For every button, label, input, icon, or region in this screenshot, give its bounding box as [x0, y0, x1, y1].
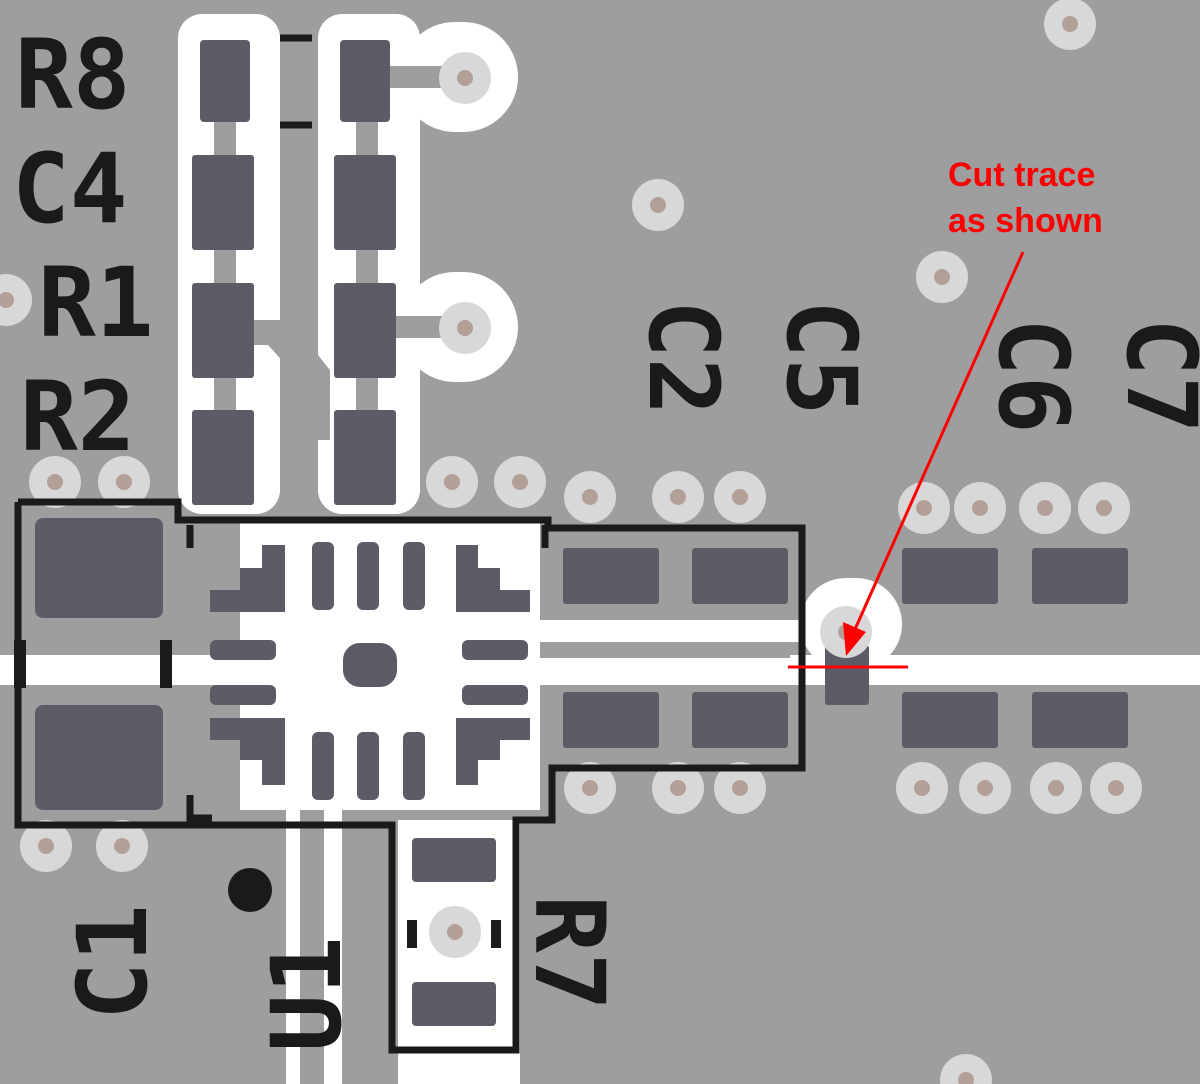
pad — [35, 705, 163, 810]
via — [1078, 482, 1130, 534]
annotation-line-2: as shown — [948, 202, 1103, 240]
pads — [35, 40, 1128, 1026]
via — [439, 302, 491, 354]
label-c6: C6 — [977, 318, 1089, 434]
pad — [312, 542, 334, 610]
pad — [1032, 548, 1128, 604]
via — [916, 251, 968, 303]
label-r7: R7 — [513, 895, 625, 1011]
via — [96, 820, 148, 872]
label-c4: C4 — [12, 133, 128, 245]
vias — [0, 0, 1142, 1084]
pad — [462, 685, 528, 705]
pin1-marker — [228, 868, 272, 912]
pad — [412, 982, 496, 1026]
pad — [210, 640, 276, 660]
pad — [692, 692, 788, 748]
via — [898, 482, 950, 534]
via — [20, 820, 72, 872]
via — [1019, 482, 1071, 534]
pad — [334, 155, 396, 250]
via — [1090, 762, 1142, 814]
pad — [192, 410, 254, 505]
via — [896, 762, 948, 814]
pad — [692, 548, 788, 604]
pad — [210, 685, 276, 705]
pad — [902, 548, 998, 604]
via — [564, 762, 616, 814]
pad — [563, 548, 659, 604]
pad — [210, 545, 285, 612]
label-r8: R8 — [15, 19, 131, 131]
pad — [357, 732, 379, 800]
cut-annotation: Cut trace as shown — [788, 156, 1103, 669]
via — [940, 1054, 992, 1084]
via — [429, 906, 481, 958]
via — [564, 471, 616, 523]
pad — [1032, 692, 1128, 748]
via — [494, 456, 546, 508]
pad — [456, 718, 530, 785]
via — [426, 456, 478, 508]
label-c5: C5 — [765, 300, 877, 416]
via — [98, 456, 150, 508]
pad — [902, 692, 998, 748]
pad — [403, 732, 425, 800]
silkscreen-outlines — [14, 34, 806, 1054]
reference-designators: R8 C4 R1 R2 C2 C5 C6 C7 C1 U1 R7 — [12, 19, 1200, 1052]
u1-body — [337, 637, 403, 693]
pad — [192, 283, 254, 378]
annotation-arrow-line — [850, 251, 1025, 637]
via — [1044, 0, 1096, 50]
label-c1: C1 — [57, 904, 169, 1020]
label-r2: R2 — [20, 361, 136, 473]
via — [0, 274, 32, 326]
via — [714, 471, 766, 523]
pad — [192, 155, 254, 250]
label-r1: R1 — [38, 247, 154, 359]
via — [954, 482, 1006, 534]
label-c7: C7 — [1105, 318, 1200, 434]
pad — [340, 40, 390, 122]
pad — [825, 645, 869, 705]
via — [439, 52, 491, 104]
pad — [412, 838, 496, 882]
pad — [35, 518, 163, 618]
pad — [462, 640, 528, 660]
via — [959, 762, 1011, 814]
pad — [403, 542, 425, 610]
pad — [357, 542, 379, 610]
via — [652, 762, 704, 814]
via — [652, 471, 704, 523]
annotation-arrowhead — [843, 622, 866, 656]
via — [632, 179, 684, 231]
via — [29, 456, 81, 508]
pad — [456, 545, 530, 612]
pad — [210, 718, 285, 785]
pad — [200, 40, 250, 122]
pad — [312, 732, 334, 800]
via — [714, 762, 766, 814]
via — [1030, 762, 1082, 814]
label-c2: C2 — [627, 300, 739, 416]
pad — [334, 283, 396, 378]
pad — [563, 692, 659, 748]
label-u1: U1 — [251, 936, 363, 1052]
pad — [334, 410, 396, 505]
annotation-line-1: Cut trace — [948, 156, 1095, 194]
